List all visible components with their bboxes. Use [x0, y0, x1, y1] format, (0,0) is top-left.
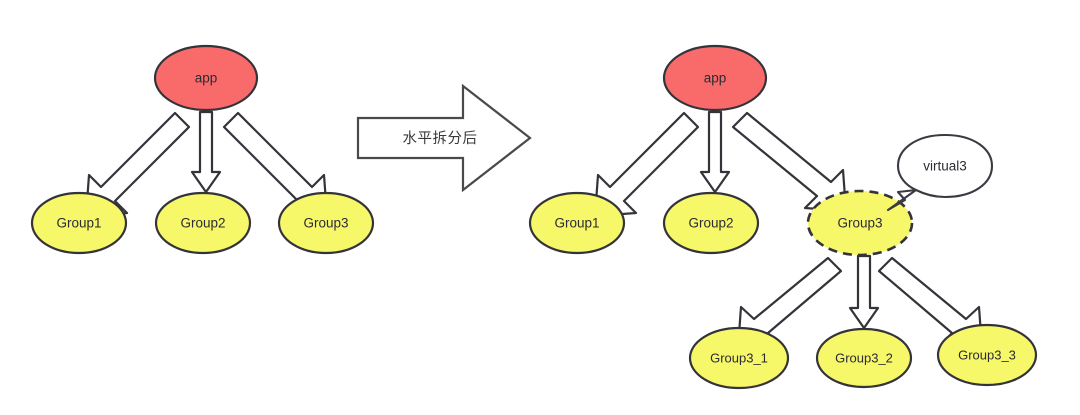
node-right-group3[interactable]: Group3 — [806, 189, 914, 257]
node-group3_1[interactable]: Group3_1 — [688, 326, 790, 390]
node-left-group2[interactable]: Group2 — [154, 191, 252, 255]
ellipse-group3_1 — [688, 326, 790, 390]
ellipse-left-group1 — [30, 191, 128, 255]
left-panel: app Group1 Group2 Group3 — [30, 44, 375, 255]
ellipse-left-group3 — [277, 191, 375, 255]
node-group3_3[interactable]: Group3_3 — [936, 323, 1038, 387]
callout-bubble-shape — [886, 133, 994, 212]
ellipse-group3_2 — [815, 327, 913, 389]
node-left-app[interactable]: app — [153, 44, 259, 112]
arrow-right-app-to-group2 — [699, 110, 731, 194]
ellipse-right-group3-virtual — [806, 189, 914, 257]
ellipse-left-group2 — [154, 191, 252, 255]
transition-arrow: 水平拆分后 — [356, 83, 532, 193]
node-group3_2[interactable]: Group3_2 — [815, 327, 913, 389]
ellipse-right-group2 — [662, 191, 760, 255]
node-right-group1[interactable]: Group1 — [528, 191, 626, 255]
right-panel: app Group1 Group2 Group3 virtual3 — [528, 44, 1038, 390]
arrow-group3-to-group3_2 — [848, 254, 880, 330]
node-left-group3[interactable]: Group3 — [277, 191, 375, 255]
node-left-group1[interactable]: Group1 — [30, 191, 128, 255]
ellipse-right-app — [662, 44, 768, 112]
big-arrow-right-icon — [356, 83, 532, 193]
callout-virtual3[interactable]: virtual3 — [886, 133, 994, 212]
ellipse-group3_3 — [936, 323, 1038, 387]
arrow-left-app-to-group2 — [190, 110, 222, 194]
ellipse-left-app — [153, 44, 259, 112]
node-right-group2[interactable]: Group2 — [662, 191, 760, 255]
ellipse-right-group1 — [528, 191, 626, 255]
node-right-app[interactable]: app — [662, 44, 768, 112]
